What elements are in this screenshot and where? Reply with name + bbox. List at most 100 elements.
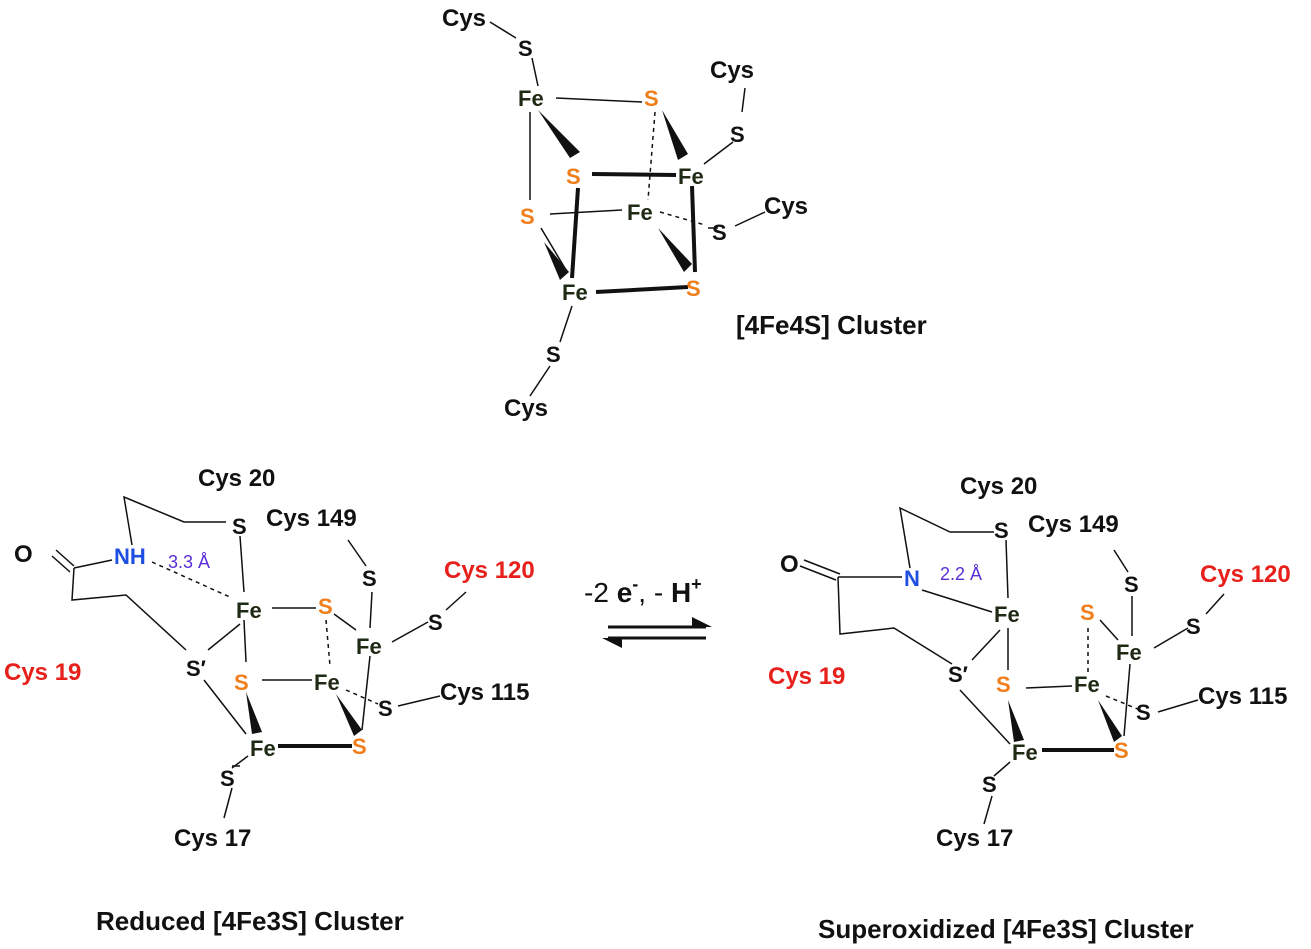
bond [1005, 539, 1009, 599]
distance-label: 3.3 Å [168, 552, 210, 572]
carbonyl-o: O [14, 541, 33, 568]
iron-atom: Fe [236, 598, 262, 623]
bond [1099, 619, 1119, 641]
reaction-minus2: -2 [584, 577, 617, 608]
iron-atom: Fe [994, 602, 1020, 627]
thiolate-s: S [232, 514, 247, 539]
bond [1025, 685, 1073, 689]
cys149-label: Cys 149 [266, 505, 357, 532]
bond [559, 305, 573, 343]
thiolate-s: S [362, 566, 377, 591]
iron-atom: Fe [1074, 672, 1100, 697]
bond [347, 539, 367, 567]
bond-bold [591, 172, 677, 177]
cys19-label: Cys 19 [768, 663, 845, 690]
bond [959, 689, 1011, 745]
bond-wedge [662, 110, 688, 160]
bond [369, 591, 373, 629]
iron-atom: Fe [678, 164, 704, 189]
bond [531, 57, 539, 87]
cys-label: Cys [710, 57, 754, 84]
bond [391, 621, 429, 643]
cys-label: Cys [442, 5, 486, 32]
iron-atom: Fe [1116, 640, 1142, 665]
bond [1123, 663, 1131, 737]
sulfide-s: S [644, 86, 659, 111]
bond [529, 365, 551, 397]
sulfide-s: S [1080, 600, 1095, 625]
bond [231, 755, 249, 769]
n-fe-bond [921, 589, 993, 613]
carbonyl-bond [799, 565, 837, 581]
cys120-label: Cys 120 [1200, 561, 1291, 588]
iron-atom: Fe [1012, 740, 1038, 765]
bond-dashed [659, 211, 706, 226]
bond [549, 209, 623, 215]
bond-dashed [1105, 695, 1141, 711]
backbone-bond [71, 567, 187, 651]
sulfide-s: S [686, 276, 701, 301]
cys-label: Cys [504, 395, 548, 422]
bond [971, 629, 1001, 661]
carbonyl-bond [803, 559, 841, 575]
thiolate-s: S [982, 772, 997, 797]
bond [1153, 627, 1189, 649]
cys19-label: Cys 19 [4, 659, 81, 686]
distance-label: 2.2 Å [940, 564, 982, 584]
thiolate-s: S [518, 36, 533, 61]
bond [703, 141, 734, 165]
bond-bold [570, 187, 580, 279]
reaction-label: -2 e-, - H+ [584, 574, 702, 608]
cys20-label: Cys 20 [198, 465, 275, 492]
bond [223, 787, 233, 819]
bond [333, 613, 357, 631]
thiolate-s: S [546, 342, 561, 367]
bond [993, 761, 1011, 777]
backbone-bond [837, 576, 953, 665]
bond [489, 21, 517, 39]
superoxidized-cluster: Cys 20 S Cys 149 O N 2.2 Å Cys 120 S Fe … [768, 473, 1291, 944]
backbone-bond [899, 506, 994, 569]
bond [741, 87, 746, 113]
iron-atom: Fe [314, 670, 340, 695]
bond-wedge [246, 692, 262, 734]
fe4s4-caption: [4Fe4S] Cluster [736, 310, 927, 340]
thiolate-s: S [1124, 572, 1139, 597]
bond-dashed [345, 689, 379, 705]
bond-dashed [325, 619, 331, 667]
cys115-label: Cys 115 [1198, 683, 1287, 710]
cys20-label: Cys 20 [960, 473, 1037, 500]
h-bond [151, 561, 233, 599]
bond-wedge [658, 228, 692, 272]
thiolate-s: S [712, 220, 727, 245]
bond [445, 591, 467, 611]
reaction-arrow: -2 e-, - H+ [584, 574, 712, 648]
bond-wedge [544, 242, 569, 280]
bond [983, 795, 993, 825]
carbonyl-bond [51, 555, 71, 573]
thiolate-s: S [1136, 700, 1151, 725]
bond [243, 619, 247, 663]
bond [239, 535, 245, 593]
thiolate-s: S [428, 610, 443, 635]
backbone-bond [73, 559, 113, 569]
sulfide-s: S [566, 164, 581, 189]
bond [397, 695, 441, 707]
bond [1205, 593, 1225, 615]
reverse-arrowhead [602, 638, 622, 648]
bond [1113, 549, 1129, 573]
carbonyl-bond [55, 549, 75, 567]
thiolate-s: S [378, 696, 393, 721]
sulfide-s: S [996, 672, 1011, 697]
thioether-s-prime: S′ [948, 662, 968, 687]
sulfide-s: S [352, 734, 367, 759]
amide-nh: NH [114, 544, 146, 569]
iron-atom: Fe [627, 200, 653, 225]
iron-atom: Fe [250, 736, 276, 761]
cys120-label: Cys 120 [444, 557, 535, 584]
iron-atom: Fe [356, 634, 382, 659]
bond-bold [690, 185, 697, 273]
bond-wedge [1098, 700, 1122, 742]
bond [734, 211, 766, 227]
thiolate-s: S [220, 766, 235, 791]
